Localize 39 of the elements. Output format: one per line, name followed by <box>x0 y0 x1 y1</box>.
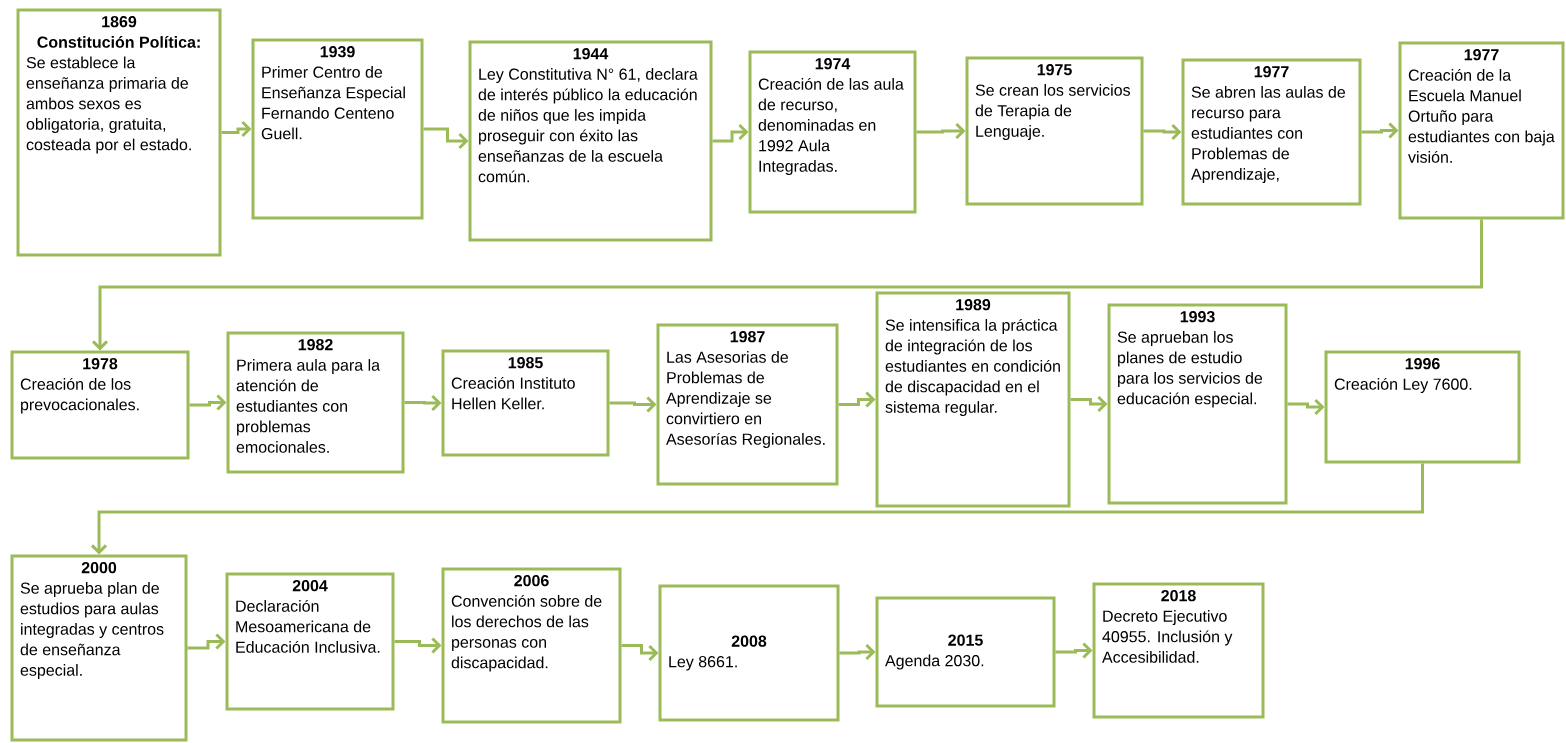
event-box: 2008 Ley 8661. <box>658 584 840 722</box>
event-box: 1985 Creación Instituto Hellen Keller. <box>441 349 610 457</box>
arrow <box>1361 122 1399 139</box>
arrow <box>1287 398 1325 416</box>
event-box: 2004 Declaración Mesoamericana de Educación Inclusiva. <box>225 572 395 711</box>
arrow <box>621 644 659 662</box>
arrow <box>404 394 442 412</box>
event-box: 2015 Agenda 2030. <box>875 596 1056 708</box>
arrow <box>609 396 657 413</box>
arrow <box>1143 123 1182 141</box>
event-box: 1944 Ley Constitutiva N° 61, declara de interés público la educación de niños que les impida proseguir con éxito las enseñanzas de la escuela común. <box>468 40 713 242</box>
event-box: 2000 Se aprueba plan de estudios para aulas integradas y centros de enseñanza especial. <box>10 554 188 742</box>
event-box: 1993 Se aprueban los planes de estudio para los servicios de educación especial. <box>1107 303 1288 505</box>
event-box: 1869 Constitución Política: Se establece la enseñanza primaria de ambos sexos es obligatoria, gratuita, costeada por el estado. <box>16 8 222 257</box>
arrow <box>712 123 749 143</box>
arrow <box>1070 395 1108 413</box>
arrow <box>1055 642 1093 659</box>
event-box: 2018 Decreto Ejecutivo 40955. Inclusión y Accesibilidad. <box>1092 582 1265 719</box>
event-box: 1987 Las Asesorias de Problemas de Aprendizaje se convirtiero en Asesorías Regionales. <box>656 323 839 486</box>
arrow <box>187 633 226 650</box>
event-box: 1977 Creación de la Escuela Manuel Ortuño para estudiantes con baja visión. <box>1398 41 1565 220</box>
arrow <box>90 463 1424 555</box>
event-box: 2006 Convención sobre de los derechos de las personas con discapacidad. <box>441 567 622 724</box>
arrow <box>423 127 469 150</box>
arrow <box>839 643 876 661</box>
event-box: 1975 Se crean los servicios de Terapia de Lenguaje. <box>965 56 1144 206</box>
arrow <box>394 637 442 654</box>
event-box: 1978 Creación de los prevocacionales. <box>10 350 190 460</box>
arrow <box>189 394 227 411</box>
arrow <box>916 122 966 140</box>
event-box: 1977 Se abren las aulas de recurso para estudiantes con Problemas de Aprendizaje, <box>1181 58 1362 206</box>
arrow <box>838 391 876 408</box>
event-box: 1996 Creación Ley 7600. <box>1324 350 1521 464</box>
event-box: 1974 Creación de las aula de recurso, denominadas en 1992 Aula Integradas. <box>748 50 917 214</box>
arrow <box>91 219 1483 351</box>
event-box: 1989 Se intensifica la práctica de integración de los estudiantes en condición de discapacidad en el sistema regular. <box>875 291 1071 508</box>
event-box: 1982 Primera aula para la atención de estudiantes con problemas emocionales. <box>226 331 405 474</box>
event-box: 1939 Primer Centro de Enseñanza Especial Fernando Centeno Guell. <box>251 38 424 220</box>
arrow <box>221 120 252 138</box>
